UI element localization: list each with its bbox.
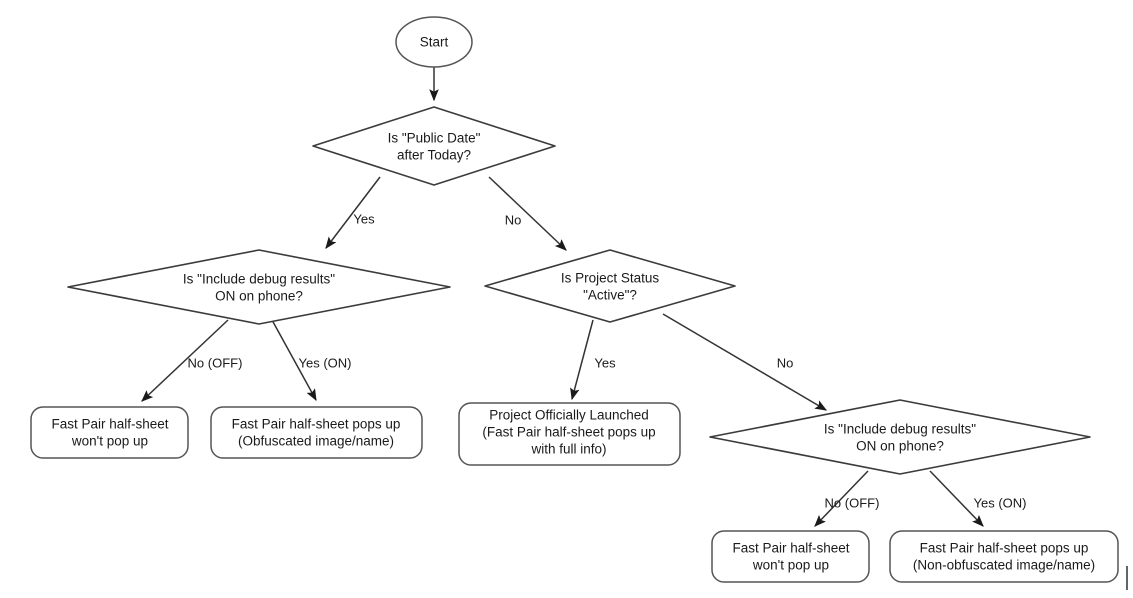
edge-debug-left-off [141, 319, 229, 402]
edge-label-public-date-yes: Yes [353, 211, 375, 226]
node-terminal-right-on[interactable]: Fast Pair half-sheet pops up (Non-obfusc… [889, 530, 1119, 583]
terminal-right-off-line1: Fast Pair half-sheet [732, 541, 849, 556]
decision-public-date-line2: after Today? [397, 148, 471, 163]
terminal-right-on-line1: Fast Pair half-sheet pops up [920, 541, 1089, 556]
decision-project-status-line2: "Active"? [583, 288, 637, 303]
edge-label-debug-right-on: Yes (ON) [974, 495, 1027, 510]
decision-debug-left-line2: ON on phone? [215, 289, 303, 304]
terminal-right-on-box [889, 530, 1119, 583]
terminal-left-off-box [30, 406, 189, 459]
start-ellipse [395, 16, 473, 68]
terminal-right-off-line2: won't pop up [752, 558, 829, 573]
decision-debug-right-diamond [709, 399, 1091, 475]
decision-public-date-line1: Is "Public Date" [388, 131, 481, 146]
decision-project-status-diamond [484, 249, 736, 323]
edge-public-date-no [488, 176, 567, 251]
node-decision-public-date[interactable]: Is "Public Date" after Today? [312, 106, 556, 186]
node-start[interactable]: Start [395, 16, 473, 68]
node-decision-debug-left[interactable]: Is "Include debug results" ON on phone? [67, 249, 451, 325]
decision-debug-left-diamond [67, 249, 451, 325]
terminal-left-on-box [210, 406, 423, 459]
terminal-left-off-line1: Fast Pair half-sheet [51, 417, 168, 432]
terminal-left-on-line2: (Obfuscated image/name) [238, 434, 394, 449]
terminal-launched-line3: with full info) [530, 442, 606, 457]
edge-debug-right-off [814, 470, 869, 527]
terminal-launched-box [458, 402, 681, 466]
edge-label-project-status-yes: Yes [594, 355, 616, 370]
edge-debug-left-on [271, 319, 317, 402]
edge-label-public-date-no: No [505, 212, 522, 227]
terminal-left-on-line1: Fast Pair half-sheet pops up [232, 417, 401, 432]
edge-label-project-status-no: No [777, 355, 794, 370]
node-decision-project-status[interactable]: Is Project Status "Active"? [484, 249, 736, 323]
terminal-left-off-line2: won't pop up [71, 434, 148, 449]
node-terminal-launched[interactable]: Project Officially Launched (Fast Pair h… [458, 402, 681, 466]
edge-project-status-no [662, 313, 828, 411]
node-terminal-left-off[interactable]: Fast Pair half-sheet won't pop up [30, 406, 189, 459]
decision-debug-left-line1: Is "Include debug results" [183, 272, 335, 287]
decision-debug-right-line1: Is "Include debug results" [824, 422, 976, 437]
terminal-launched-line1: Project Officially Launched [489, 408, 649, 423]
start-label: Start [420, 35, 449, 50]
terminal-right-off-box [711, 530, 870, 583]
node-terminal-left-on[interactable]: Fast Pair half-sheet pops up (Obfuscated… [210, 406, 423, 459]
decision-project-status-line1: Is Project Status [561, 271, 660, 286]
decision-debug-right-line2: ON on phone? [856, 439, 944, 454]
edge-label-debug-left-on: Yes (ON) [299, 355, 352, 370]
decision-public-date-diamond [312, 106, 556, 186]
node-terminal-right-off[interactable]: Fast Pair half-sheet won't pop up [711, 530, 870, 583]
terminal-launched-line2: (Fast Pair half-sheet pops up [482, 425, 655, 440]
edge-project-status-yes [570, 319, 594, 401]
edge-label-debug-right-off: No (OFF) [825, 495, 880, 510]
edge-public-date-yes [325, 176, 381, 249]
edge-debug-right-on [929, 470, 984, 527]
edge-label-debug-left-off: No (OFF) [188, 355, 243, 370]
node-decision-debug-right[interactable]: Is "Include debug results" ON on phone? [709, 399, 1091, 475]
terminal-right-on-line2: (Non-obfuscated image/name) [913, 558, 1095, 573]
edges-layer: Yes No No (OFF) Yes (ON) Yes No No (OFF)… [141, 67, 1027, 527]
